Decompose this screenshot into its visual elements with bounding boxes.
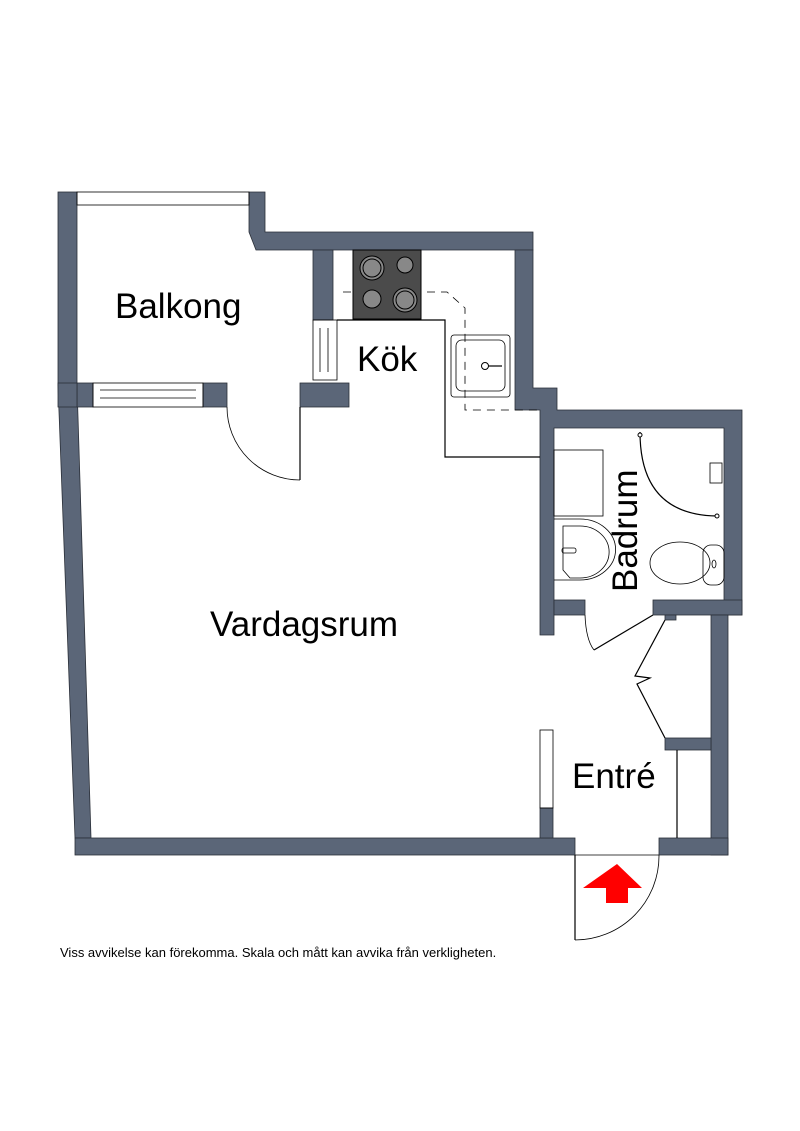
disclaimer-text: Viss avvikelse kan förekomma. Skala och … — [60, 945, 497, 960]
room-label-kitchen: Kök — [357, 340, 418, 379]
stove-icon — [352, 249, 422, 320]
room-label-living-room: Vardagsrum — [210, 605, 398, 644]
doors — [226, 406, 678, 941]
kitchen-sink-icon — [450, 334, 511, 398]
walls — [57, 191, 743, 856]
entrance-arrow-icon — [583, 864, 642, 903]
room-label-entrance: Entré — [572, 757, 656, 796]
room-label-bathroom: Badrum — [606, 469, 645, 592]
shower-icon — [637, 431, 723, 519]
bathroom-sink-icon — [554, 518, 616, 581]
windows — [76, 191, 554, 809]
bathroom-fixtures — [553, 431, 725, 586]
toilet-icon — [649, 541, 725, 586]
room-label-balcony: Balkong — [115, 287, 241, 326]
kitchen-counter — [337, 291, 540, 458]
